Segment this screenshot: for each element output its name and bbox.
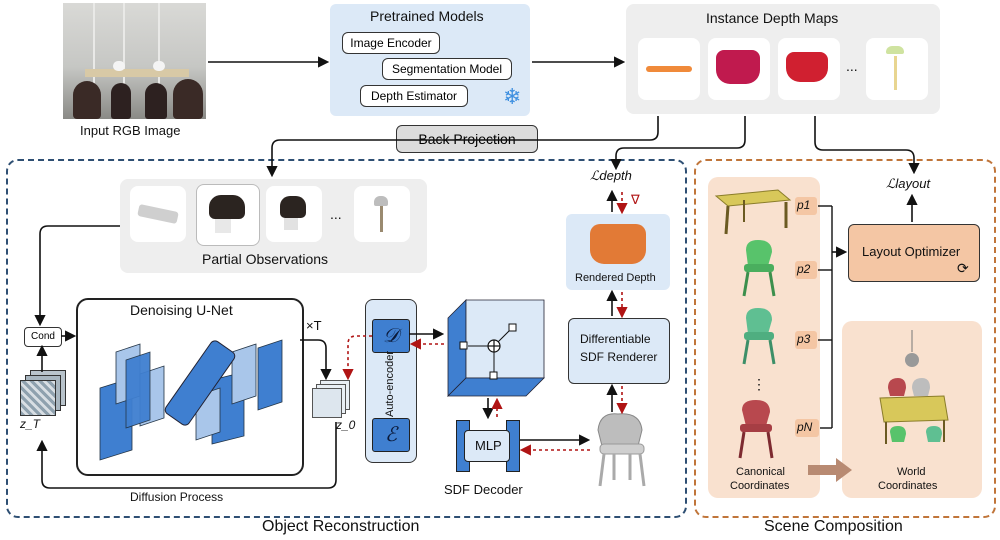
arrow-depth-to-renderer (610, 116, 746, 171)
unet-repeat-label: ×T (306, 318, 322, 333)
world-scene (879, 330, 949, 444)
partial-obs-chair-1 (196, 184, 260, 246)
snowflake-icon: ❄ (503, 84, 522, 109)
canonical-chair-teal (742, 308, 776, 365)
layout-optimizer-label: Layout Optimizer (862, 244, 961, 259)
world-line2: Coordinates (878, 480, 938, 492)
pose-p2-label: p2 (797, 262, 811, 276)
rendered-depth-image (590, 224, 646, 264)
mlp-block (456, 420, 520, 472)
depth-loss-text: ℒdepth (590, 168, 632, 183)
canonical-chair-red (738, 400, 774, 459)
input-caption: Input RGB Image (80, 123, 181, 138)
sdf-renderer-box (568, 318, 670, 384)
partial-obs-chair-2 (266, 186, 322, 242)
canonical-line1: Canonical (736, 466, 785, 478)
image-encoder-box: Image Encoder (342, 32, 440, 54)
object-reconstruction-caption: Object Reconstruction (262, 518, 420, 535)
depth-loss-label: ℒdepth (590, 168, 632, 184)
depth-map-chair-2 (778, 38, 840, 100)
mlp-label: MLP (475, 438, 502, 453)
segmentation-model-box: Segmentation Model (382, 58, 512, 80)
depth-estimator-box: Depth Estimator (360, 85, 468, 107)
reconstructed-chair (597, 413, 646, 487)
world-line1: World (897, 466, 926, 478)
pose-pn-label: pN (797, 420, 813, 434)
object-reconstruction-frame (6, 159, 687, 518)
pose-pn-badge (795, 419, 819, 437)
depth-map-chair-1 (708, 38, 770, 100)
rendered-depth-label: Rendered Depth (575, 272, 656, 284)
sdf-renderer-line2: SDF Renderer (580, 350, 658, 364)
depth-maps-ellipsis: ... (846, 58, 858, 74)
gradient-symbol: ∇ (631, 192, 640, 207)
instance-depth-maps-title: Instance Depth Maps (706, 10, 839, 26)
z-0-label: z_0 (336, 418, 356, 432)
pose-p1-badge (795, 197, 817, 215)
scene-composition-frame (694, 159, 996, 518)
canonical-to-world-arrow (808, 458, 852, 482)
pose-p3-label: p3 (797, 332, 811, 346)
depth-map-lamp (866, 38, 928, 100)
depth-map-table (638, 38, 700, 100)
pose-p2-badge (795, 261, 817, 279)
arrow-unet-to-z0 (300, 339, 332, 381)
arrow-depth-to-layout (814, 116, 920, 175)
arrow-diffusion-loop (36, 422, 337, 489)
attention-block (164, 340, 236, 426)
input-rgb-image (63, 3, 206, 119)
diffusion-process-label: Diffusion Process (130, 490, 224, 504)
denoising-unet-title: Denoising U-Net (130, 302, 233, 318)
refresh-icon: ⟳ (957, 260, 969, 276)
pretrained-models-title: Pretrained Models (370, 8, 484, 24)
pose-p3-badge (795, 331, 817, 349)
clean-latent-stack (312, 380, 352, 420)
unet-layers (99, 339, 283, 461)
back-projection-box: Back Projection (396, 125, 538, 153)
layout-loss-label: ℒlayout (886, 176, 930, 192)
partial-obs-table (130, 186, 186, 242)
partial-obs-lamp (354, 186, 410, 242)
canonical-chair-green (742, 240, 776, 297)
arrow-depth-to-partial (266, 116, 659, 178)
canonical-table (714, 189, 792, 235)
sdf-renderer-line1: Differentiable (580, 332, 651, 346)
canonical-line2: Coordinates (730, 480, 790, 492)
arrow-partial-to-cond (34, 225, 120, 327)
grad-decoder-to-z0 (342, 335, 372, 381)
decoder-d-box: 𝒟 (372, 319, 410, 353)
layout-optimizer-box (848, 224, 980, 282)
encoder-e-box: ℰ (372, 418, 410, 452)
partial-observations-title: Partial Observations (202, 251, 329, 267)
noise-latent-stack (20, 370, 70, 416)
pose-p1-label: p1 (797, 198, 811, 212)
sdf-decoder-label: SDF Decoder (444, 482, 523, 497)
layout-loss-text: ℒlayout (886, 176, 931, 191)
z-t-label: z_T (20, 417, 41, 431)
scene-composition-caption: Scene Composition (764, 518, 903, 535)
partial-obs-ellipsis: ... (330, 206, 342, 222)
triplane-volume (447, 299, 545, 397)
canonical-vdots: ⋮ (752, 376, 766, 392)
